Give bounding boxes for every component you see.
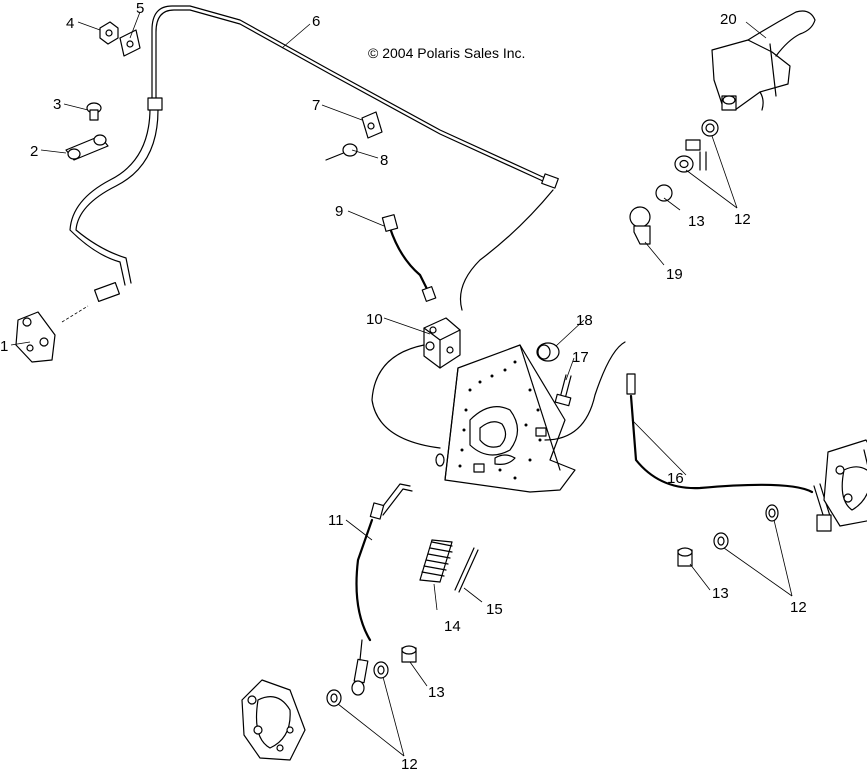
callout-11: 11 bbox=[328, 512, 344, 529]
callout-13-upper: 13 bbox=[688, 213, 705, 230]
brake-line-part-6 bbox=[151, 5, 559, 311]
callout-16: 16 bbox=[667, 470, 684, 487]
callout-12-upper: 12 bbox=[734, 211, 751, 228]
bolt-part-17 bbox=[554, 374, 572, 407]
callout-6: 6 bbox=[312, 13, 320, 30]
leader-lines bbox=[10, 11, 793, 757]
bushing-part-18 bbox=[536, 342, 560, 362]
clip-part-5 bbox=[119, 29, 141, 57]
pin-part-8 bbox=[325, 143, 358, 161]
line-block-to-plate bbox=[371, 344, 441, 449]
nut-part-4 bbox=[99, 21, 119, 45]
pedal-plate bbox=[435, 344, 576, 493]
callout-5: 5 bbox=[136, 0, 144, 17]
clamp-part-2 bbox=[65, 134, 109, 161]
callout-12-right: 12 bbox=[790, 599, 807, 616]
flex-line-left bbox=[61, 97, 163, 323]
callout-7: 7 bbox=[312, 97, 320, 114]
callout-15: 15 bbox=[486, 601, 503, 618]
callout-14: 14 bbox=[444, 618, 461, 635]
callout-4: 4 bbox=[66, 15, 74, 32]
callout-2: 2 bbox=[30, 143, 38, 160]
callout-9: 9 bbox=[335, 203, 343, 220]
callout-labels: 1 2 3 4 5 6 7 8 9 10 11 12 12 12 13 13 1… bbox=[0, 0, 807, 769]
clip-part-7 bbox=[361, 111, 383, 139]
callout-12-left: 12 bbox=[401, 756, 418, 769]
spring-part-14 bbox=[419, 539, 453, 583]
caliper-left bbox=[241, 679, 306, 761]
hose-part-16 bbox=[626, 373, 832, 532]
callout-10: 10 bbox=[366, 311, 383, 328]
callout-13-left: 13 bbox=[428, 684, 445, 701]
hardware-right-lower bbox=[677, 504, 779, 567]
pin-part-15 bbox=[454, 547, 479, 593]
distribution-block-part-10 bbox=[423, 317, 461, 369]
callout-19: 19 bbox=[666, 266, 683, 283]
screw-part-3 bbox=[86, 102, 102, 121]
line-plate-to-hose-16 bbox=[544, 341, 626, 441]
callout-18: 18 bbox=[576, 312, 593, 329]
callout-3: 3 bbox=[53, 96, 61, 113]
callout-17: 17 bbox=[572, 349, 589, 366]
hose-part-9 bbox=[381, 214, 437, 302]
master-cylinder-part-20 bbox=[711, 10, 816, 111]
caliper-right bbox=[823, 439, 867, 527]
hardware-upper-right bbox=[629, 119, 719, 245]
callout-20: 20 bbox=[720, 11, 737, 28]
callout-13-right: 13 bbox=[712, 585, 729, 602]
callout-1: 1 bbox=[0, 338, 8, 355]
hardware-left-lower bbox=[326, 645, 417, 707]
copyright-text: © 2004 Polaris Sales Inc. bbox=[368, 45, 525, 61]
callout-8: 8 bbox=[380, 152, 388, 169]
junction-block-part-1 bbox=[15, 311, 56, 363]
